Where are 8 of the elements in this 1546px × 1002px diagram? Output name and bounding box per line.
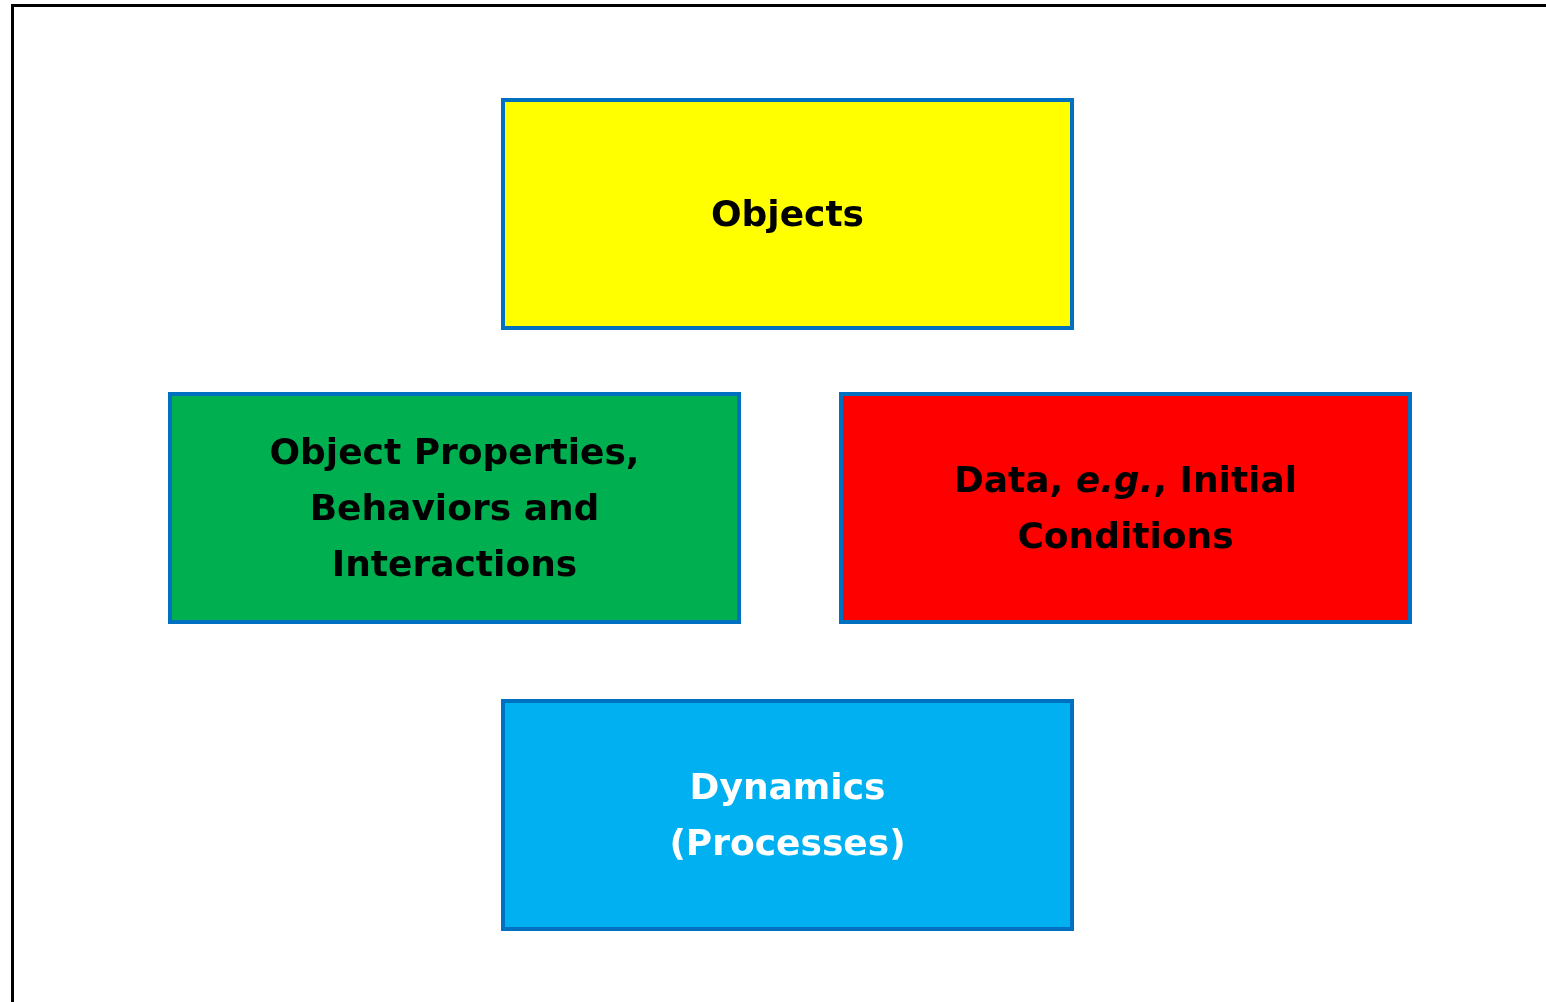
process-box	[839, 392, 1412, 624]
box-label: Object Properties, Behaviors and Interactions	[268, 430, 641, 586]
box-label: Data, e.g., Initial Conditions	[952, 458, 1299, 558]
box-label: Dynamics (Processes)	[668, 765, 907, 865]
box-label: Objects	[710, 192, 865, 237]
process-box	[501, 699, 1074, 931]
process-box	[501, 98, 1074, 330]
process-box	[168, 392, 741, 624]
